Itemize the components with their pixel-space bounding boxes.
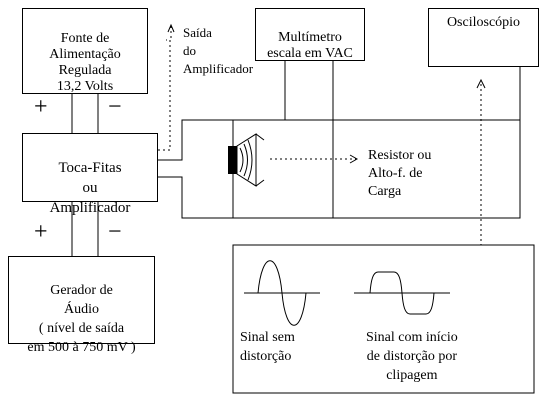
power-supply-box: Fonte de Alimentação Regulada 13,2 Volts [22,8,148,94]
wire-output-top [158,67,521,161]
generator-minus-sign: − [108,219,122,245]
pointer-amp-output [158,39,171,151]
waveform-panel [232,244,535,394]
clipped-wave-icon [354,271,450,315]
arrow-load-icon [349,154,359,164]
supply-minus-sign: − [108,94,122,120]
audio-generator-box: Gerador de Áudio ( nível de saída em 500… [8,256,155,355]
load-label: Resistor ou Alto-f. de Carga [368,148,432,199]
multimeter-box: Multímetro escala em VAC [255,8,365,61]
amp-output-label: Saída do Amplificador [183,25,254,76]
power-supply-label: Fonte de Alimentação Regulada 13,2 Volts [49,31,121,94]
oscilloscope-label: Osciloscópio [446,15,521,30]
tape-player-box: Toca-Fitas ou Amplificador [22,133,158,216]
undistorted-signal-label: Sinal sem distorção [240,330,295,364]
sine-wave-icon [244,260,320,326]
arrow-amp-output-icon [167,23,175,33]
clipping-signal-label: Sinal com início de distorção por clipag… [366,330,458,383]
arrow-oscilloscope-icon [476,78,486,89]
speaker-icon [228,133,265,187]
oscilloscope-box: Osciloscópio [428,8,539,67]
generator-plus-sign: + [34,219,48,245]
audio-generator-label: Gerador de Áudio ( nível de saída em 500… [27,283,136,355]
multimeter-label: Multímetro escala em VAC [267,30,353,61]
wire-output-bottom [158,67,521,219]
supply-plus-sign: + [34,94,48,120]
tape-player-label: Toca-Fitas ou Amplificador [49,160,131,216]
